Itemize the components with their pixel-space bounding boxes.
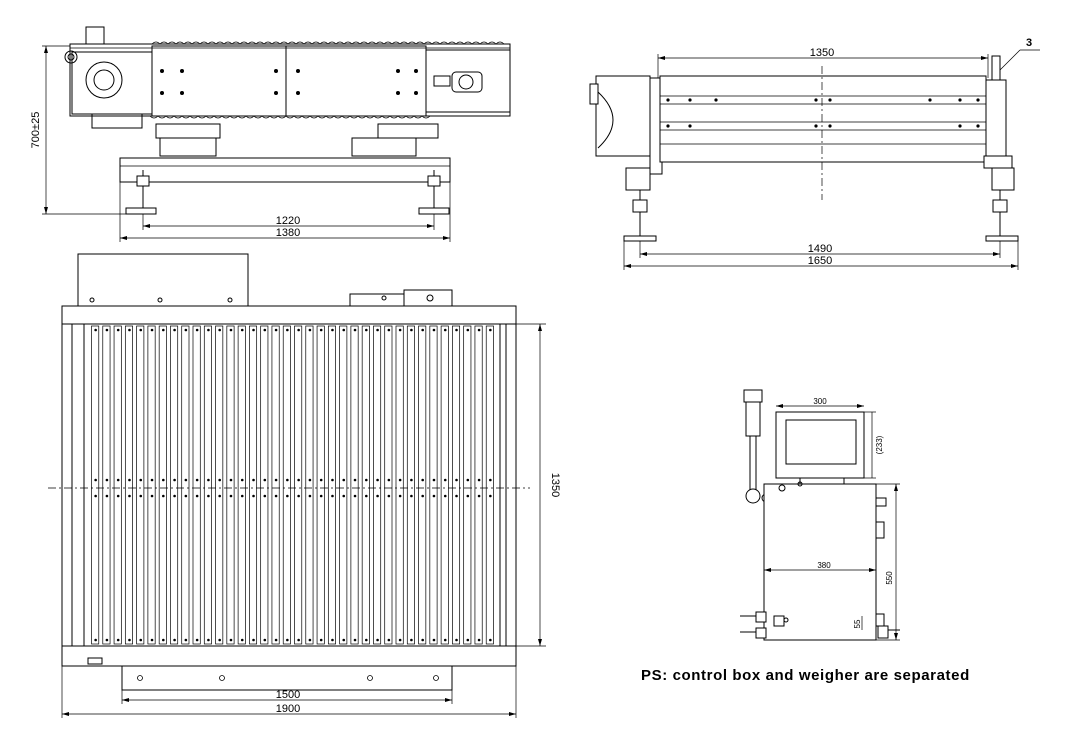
side-height-dimension: 700±25 [30, 112, 42, 149]
end-outer-width-dimension: 1650 [808, 255, 832, 267]
end-roller-width-dimension: 1350 [810, 47, 834, 59]
side-view: 700±25 [30, 26, 511, 242]
end-inner-width-dimension: 1490 [808, 243, 832, 255]
top-inner-width-dimension: 1500 [276, 689, 300, 701]
callout-number: 3 [1026, 37, 1032, 49]
side-inner-width-dimension: 1220 [276, 215, 300, 227]
box-height-dimension: 550 [885, 571, 894, 585]
screen-height-dimension: (233) [875, 435, 884, 454]
control-box-view: 300 (233) 380 550 55 [740, 389, 900, 641]
separation-note: PS: control box and weigher are separate… [641, 667, 970, 684]
top-outer-width-dimension: 1900 [276, 703, 300, 715]
side-outer-width-dimension: 1380 [276, 227, 300, 239]
conveyor-slats [91, 325, 494, 645]
box-width-dimension: 380 [817, 561, 831, 570]
end-view: 1350 3 [589, 37, 1040, 270]
offset-dimension: 55 [853, 619, 862, 628]
top-depth-dimension: 1350 [549, 473, 561, 497]
screen-width-dimension: 300 [813, 397, 827, 406]
top-view: 1350 1500 1900 [48, 253, 561, 718]
